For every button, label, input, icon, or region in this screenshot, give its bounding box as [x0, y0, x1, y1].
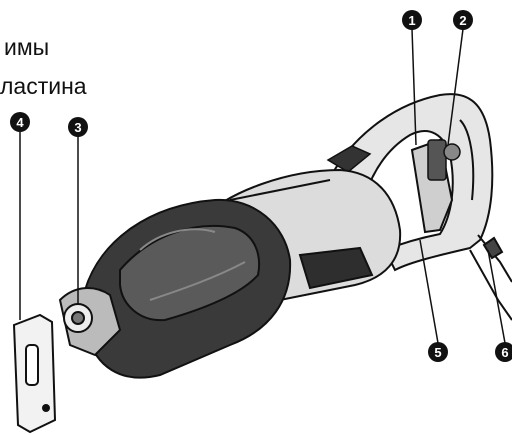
callout-6: 6	[495, 342, 512, 362]
pivot-shoe	[12, 313, 57, 434]
callout-5: 5	[428, 342, 448, 362]
leader-lines	[19, 28, 506, 344]
front-grip	[83, 198, 292, 379]
caption-line-1: имы	[4, 34, 50, 60]
callout-4-number: 4	[16, 115, 24, 130]
callout-2: 2	[453, 10, 473, 30]
speed-dial	[443, 143, 461, 161]
lock-button	[326, 145, 372, 173]
callout-6-number: 6	[501, 345, 508, 360]
callout-1-number: 1	[408, 13, 415, 28]
blade-clamp	[58, 287, 122, 357]
callout-5-number: 5	[434, 345, 441, 360]
caption-line-2: ластина	[0, 73, 87, 99]
callout-3: 3	[68, 117, 88, 137]
callout-1: 1	[402, 10, 422, 30]
power-cord	[469, 234, 512, 321]
callout-2-number: 2	[459, 13, 466, 28]
callout-3-number: 3	[74, 120, 81, 135]
trigger-switch	[427, 139, 447, 181]
callout-4: 4	[10, 112, 30, 132]
